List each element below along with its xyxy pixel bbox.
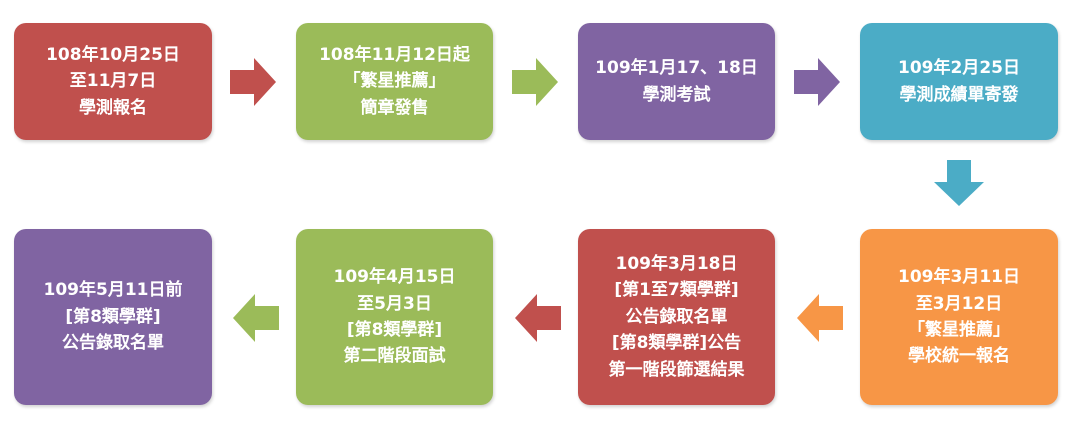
step-1-line-3: 學測報名 <box>79 97 147 118</box>
step-7-line-4: 第二階段面試 <box>343 346 446 367</box>
arrow-down-icon <box>934 160 984 206</box>
step-8-line-1: 109年5月11日前 <box>43 280 183 301</box>
arrow-left-icon <box>233 294 279 342</box>
step-4-line-2: 學測成績單寄發 <box>899 84 1019 105</box>
step-6-box: 109年3月18日 [第1至7類學群] 公告錄取名單 [第8類學群]公告 第一階… <box>578 229 775 405</box>
step-8-line-2: [第8類學群] <box>65 306 161 327</box>
arrow-left-icon <box>515 294 561 342</box>
step-6-line-4: [第8類學群]公告 <box>611 333 742 354</box>
step-1-box: 108年10月25日 至11月7日 學測報名 <box>14 23 212 140</box>
arrow-right-icon <box>794 58 840 106</box>
step-5-line-1: 109年3月11日 <box>898 267 1020 288</box>
step-3-box: 109年1月17、18日 學測考試 <box>578 23 775 140</box>
step-6-line-3: 公告錄取名單 <box>625 306 728 327</box>
step-2-box: 108年11月12日起 「繁星推薦」 簡章發售 <box>296 23 493 140</box>
step-6-line-5: 第一階段篩選結果 <box>608 359 745 380</box>
step-5-line-3: 「繁星推薦」 <box>908 320 1010 340</box>
step-2-line-3: 簡章發售 <box>360 97 429 118</box>
step-7-line-2: 至5月3日 <box>357 293 432 314</box>
step-3-line-1: 109年1月17、18日 <box>595 58 758 79</box>
step-6-line-2: [第1至7類學群] <box>614 280 739 301</box>
arrow-left-icon <box>797 294 843 342</box>
step-1-line-1: 108年10月25日 <box>46 44 180 65</box>
step-8-line-3: 公告錄取名單 <box>62 333 164 354</box>
step-5-box: 109年3月11日 至3月12日 「繁星推薦」 學校統一報名 <box>860 229 1058 405</box>
step-4-box: 109年2月25日 學測成績單寄發 <box>860 23 1058 140</box>
arrow-right-icon <box>512 58 558 106</box>
step-2-line-2: 「繁星推薦」 <box>343 71 446 92</box>
step-6-line-1: 109年3月18日 <box>615 254 738 275</box>
step-7-line-3: [第8類學群] <box>346 320 443 340</box>
step-5-line-2: 至3月12日 <box>915 293 1003 314</box>
step-3-line-2: 學測考試 <box>642 84 711 105</box>
arrow-right-icon <box>230 58 276 106</box>
step-5-line-4: 學校統一報名 <box>908 346 1010 367</box>
step-8-box: 109年5月11日前 [第8類學群] 公告錄取名單 <box>14 229 212 405</box>
step-7-box: 109年4月15日 至5月3日 [第8類學群] 第二階段面試 <box>296 229 493 405</box>
step-4-line-1: 109年2月25日 <box>898 58 1020 79</box>
step-2-line-1: 108年11月12日起 <box>319 44 470 65</box>
step-1-line-2: 至11月7日 <box>69 71 157 92</box>
step-7-line-1: 109年4月15日 <box>333 267 456 288</box>
